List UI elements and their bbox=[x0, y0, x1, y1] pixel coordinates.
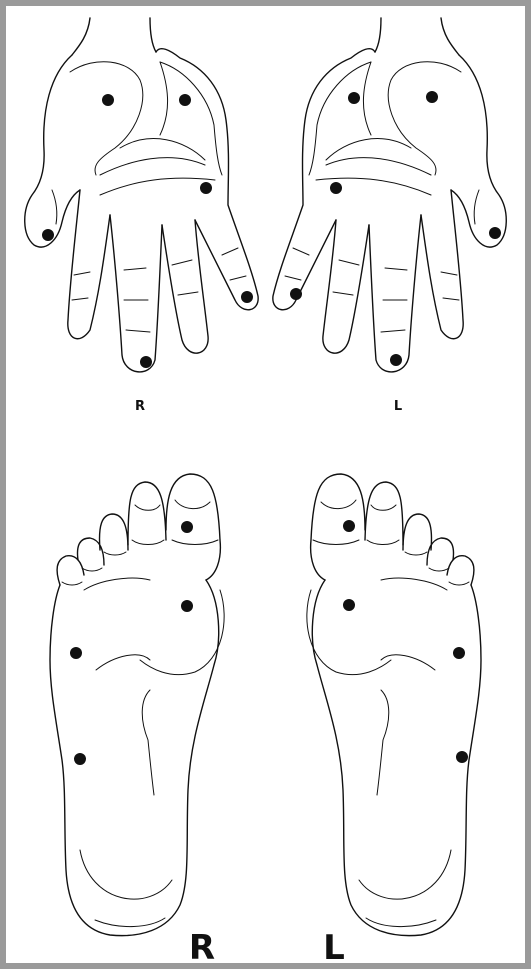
right-foot-lateral-midfoot-point bbox=[70, 647, 82, 659]
right-hand-hypothenar-point bbox=[179, 94, 191, 106]
right-foot-lateral-heel-point bbox=[74, 753, 86, 765]
left-foot-big-toe-point bbox=[343, 520, 355, 532]
left-hand-palm-point bbox=[330, 182, 342, 194]
right-foot bbox=[50, 474, 224, 936]
right-hand-palm-point bbox=[200, 182, 212, 194]
left-foot-lateral-heel-point bbox=[456, 751, 468, 763]
left-hand-thumb-point bbox=[489, 227, 501, 239]
right-hand-little-finger-point bbox=[241, 291, 253, 303]
right-hand-points bbox=[42, 94, 253, 368]
right-foot-big-toe-point bbox=[181, 521, 193, 533]
left-hand-label: L bbox=[394, 399, 402, 414]
right-foot-label: R bbox=[189, 928, 215, 968]
left-hand-hypothenar-point bbox=[348, 92, 360, 104]
left-foot-points bbox=[343, 520, 468, 763]
left-hand-middle-finger-point bbox=[390, 354, 402, 366]
left-hand-points bbox=[290, 91, 501, 366]
left-hand-little-finger-point bbox=[290, 288, 302, 300]
right-foot-points bbox=[70, 521, 193, 765]
left-foot bbox=[307, 474, 481, 936]
right-hand-label: R bbox=[135, 399, 145, 414]
left-hand-thenar-point bbox=[426, 91, 438, 103]
right-hand-middle-finger-point bbox=[140, 356, 152, 368]
right-hand-thumb-point bbox=[42, 229, 54, 241]
left-foot-ball-point bbox=[343, 599, 355, 611]
left-hand bbox=[273, 18, 506, 372]
left-foot-lateral-midfoot-point bbox=[453, 647, 465, 659]
right-foot-ball-point bbox=[181, 600, 193, 612]
left-foot-label: L bbox=[323, 928, 345, 968]
right-hand bbox=[25, 18, 258, 372]
right-hand-thenar-point bbox=[102, 94, 114, 106]
